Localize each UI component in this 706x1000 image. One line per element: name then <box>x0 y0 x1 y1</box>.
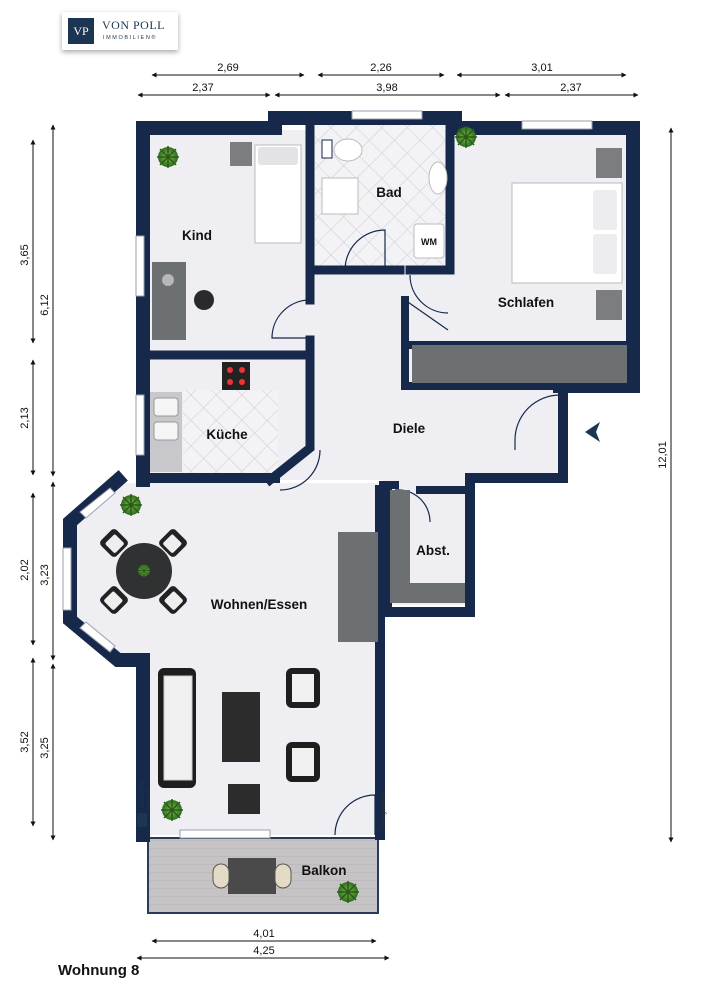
logo-subtitle: IMMOBILIEN® <box>103 35 158 41</box>
dim-left-inner-1: 6,12 <box>39 294 51 315</box>
watermark-brand: VON POLL <box>140 777 146 808</box>
watermark-sub: IMMOBILIEN <box>147 787 151 808</box>
windows <box>62 110 593 839</box>
dim-top-upper-2: 2,26 <box>370 62 391 74</box>
dim-left-outer-4: 3,52 <box>19 731 31 752</box>
dim-top-lower-3: 2,37 <box>560 82 581 94</box>
dim-bottom-1: 4,01 <box>253 928 274 940</box>
dim-top-upper-1: 2,69 <box>217 62 238 74</box>
dim-left-outer-3: 2,02 <box>19 559 31 580</box>
room-labels: Kind Bad Schlafen Küche Diele Abst. Wohn… <box>182 185 554 878</box>
room-label-kind: Kind <box>182 228 212 243</box>
plan-watermark: VON POLL IMMOBILIEN Immogrundriss <box>137 777 387 830</box>
dim-left-inner-3: 3,25 <box>39 737 51 758</box>
walls <box>63 111 640 842</box>
brand-logo: VP VON POLL IMMOBILIEN® <box>62 12 178 50</box>
dim-left-outer-2: 2,13 <box>19 407 31 428</box>
logo-mark: VP <box>68 18 94 44</box>
plan-title: Wohnung 8 <box>58 962 140 979</box>
room-label-bad: Bad <box>376 185 402 200</box>
dim-right: 12,01 <box>657 441 669 469</box>
dim-bottom-2: 4,25 <box>253 945 274 957</box>
dim-top-upper-3: 3,01 <box>531 62 552 74</box>
dim-left-outer-1: 3,65 <box>19 244 31 265</box>
room-label-abst: Abst. <box>416 543 450 558</box>
logo-name: VON POLL <box>102 18 165 32</box>
doors <box>271 229 561 836</box>
room-label-schlafen: Schlafen <box>498 295 554 310</box>
credit-label: Immogrundriss <box>381 790 387 830</box>
dimension-labels: 2,69 2,26 3,01 2,37 3,98 2,37 3,65 2,13 … <box>19 62 669 957</box>
dim-top-lower-2: 3,98 <box>376 82 397 94</box>
dimension-lines <box>30 72 674 961</box>
room-label-kueche: Küche <box>206 427 248 442</box>
dim-top-lower-1: 2,37 <box>192 82 213 94</box>
dim-left-inner-2: 3,23 <box>39 564 51 585</box>
furniture <box>98 125 627 904</box>
entrance-arrow-icon <box>585 422 600 442</box>
room-label-balkon: Balkon <box>301 863 346 878</box>
washing-machine-label: WM <box>421 237 437 247</box>
room-label-wohnen: Wohnen/Essen <box>211 597 308 612</box>
room-label-diele: Diele <box>393 421 426 436</box>
